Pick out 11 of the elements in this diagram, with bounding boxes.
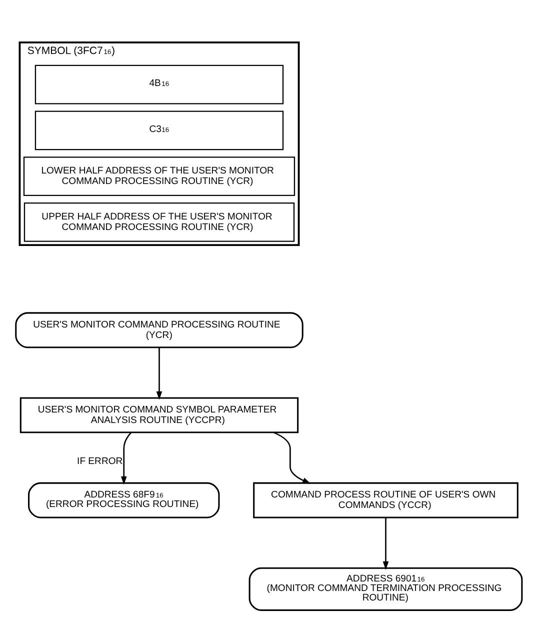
arrow [273, 431, 311, 484]
arrow [156, 347, 162, 400]
node-box: UPPER HALF ADDRESS OF THE USER'S MONITOR COMMAND PROCESSING ROUTINE (YCR) [24, 202, 295, 242]
node-box: COMMAND PROCESS ROUTINE OF USER'S OWN COMMANDS (YCCR) [253, 482, 518, 518]
node-box: USER'S MONITOR COMMAND SYMBOL PARAMETER ANALYSIS ROUTINE (YCCPR) [20, 396, 299, 433]
cluster [18, 41, 300, 246]
edge-label: IF ERROR [77, 455, 123, 466]
node-box: LOWER HALF ADDRESS OF THE USER'S MONITOR COMMAND PROCESSING ROUTINE (YCR) [23, 156, 296, 196]
node-box: USER'S MONITOR COMMAND PROCESSING ROUTINE (YCR) [15, 312, 304, 348]
arrow [382, 517, 389, 570]
arrow [120, 432, 132, 484]
